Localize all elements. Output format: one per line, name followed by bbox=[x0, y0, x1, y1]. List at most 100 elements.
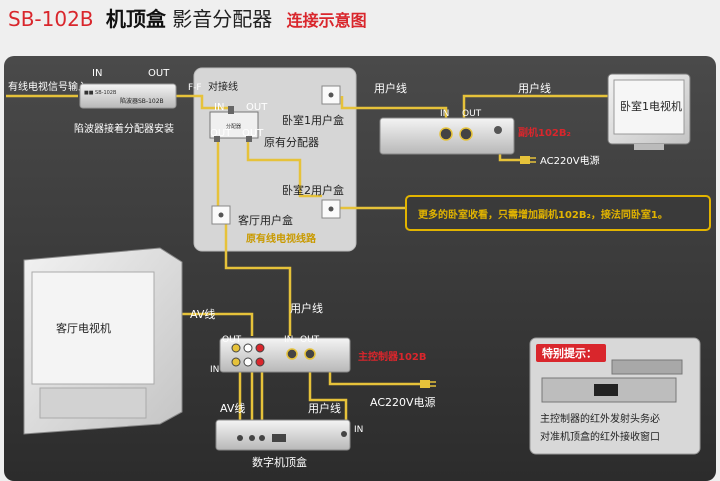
filter-text: 陷波器SB-102B bbox=[120, 97, 164, 105]
splitter-right-cable bbox=[246, 136, 322, 198]
living-outlet bbox=[211, 205, 231, 225]
plug-1-pins bbox=[530, 157, 536, 163]
user-line-stb bbox=[308, 368, 348, 420]
more-bedrooms-note bbox=[405, 195, 711, 231]
filter-out-label: OUT bbox=[148, 68, 170, 79]
master-rf-out bbox=[304, 348, 316, 360]
master-av-out-3 bbox=[255, 343, 265, 353]
bedroom1-outlet bbox=[321, 85, 341, 105]
av-line-label-2: AV线 bbox=[220, 401, 245, 415]
splitter-port-out-b bbox=[246, 136, 252, 142]
master-av-in-3 bbox=[255, 357, 265, 367]
stb-port-2 bbox=[249, 435, 255, 441]
tip-title: 特别提示： bbox=[542, 346, 597, 360]
more-bedrooms-text: 更多的卧室收看，只需增加副机102B₂，接法同卧室1。 bbox=[418, 208, 668, 221]
living-outlet-hole bbox=[218, 212, 224, 218]
slave-power-port bbox=[494, 126, 502, 134]
slave-out-label: OUT bbox=[462, 109, 482, 119]
slave-name: 副机102B₂ bbox=[518, 126, 571, 139]
tip-box: 特别提示： 主控制器的红外发射头务必 对准机顶盒的红外接收窗口 bbox=[529, 337, 701, 455]
bedroom2-box-label: 卧室2用户盒 bbox=[282, 183, 344, 197]
master-av-in-2 bbox=[243, 357, 253, 367]
ff-label: F-F bbox=[188, 83, 202, 93]
master-rf-in bbox=[286, 348, 298, 360]
filter-brand: ■■ SB-102B bbox=[84, 90, 117, 96]
slave-in-label: IN bbox=[440, 109, 449, 119]
filter-caption: 陷波器接着分配器安装 bbox=[74, 122, 174, 135]
signal-input-label: 有线电视信号输入 bbox=[8, 80, 88, 93]
master-rf-out-label: OUT bbox=[300, 335, 320, 345]
living-tv-screen bbox=[31, 271, 155, 385]
orig-splitter-label: 原有分配器 bbox=[264, 135, 319, 149]
title: SB-102B 机顶盒 影音分配器 连接示意图 bbox=[8, 7, 367, 31]
user-line-label-4: 用户线 bbox=[308, 401, 341, 415]
orig-cable-label: 原有线电视线路 bbox=[246, 232, 317, 245]
title-red: 连接示意图 bbox=[287, 11, 367, 30]
bedroom2-outlet-hole bbox=[328, 206, 334, 212]
tip-device-top bbox=[611, 359, 683, 375]
splitter-out-b-label: OUT bbox=[242, 128, 264, 139]
splitter-out-label: OUT bbox=[246, 102, 268, 113]
master-av-out-2 bbox=[243, 343, 253, 353]
master-av-in-label: IN bbox=[210, 365, 219, 375]
set-top-box bbox=[215, 419, 351, 451]
living-user-cable bbox=[224, 214, 292, 336]
plug-2-pins bbox=[430, 381, 436, 387]
user-line-label-3: 用户线 bbox=[290, 301, 323, 315]
bedroom-tv-label: 卧室1电视机 bbox=[620, 99, 682, 113]
av-line-stb bbox=[238, 366, 264, 420]
master-rf-in-label: IN bbox=[284, 335, 293, 345]
tip-device-display bbox=[594, 384, 618, 396]
plug-2-body bbox=[420, 380, 430, 388]
bedroom1-box-label: 卧室1用户盒 bbox=[282, 113, 344, 127]
splitter-port-in bbox=[228, 106, 234, 114]
slave-out-port bbox=[459, 127, 473, 141]
master-out-label: OUT bbox=[222, 335, 242, 345]
splitter-text: 分配器 bbox=[226, 123, 241, 130]
user-line-label-1: 用户线 bbox=[374, 81, 407, 95]
tip-title-bg bbox=[536, 344, 606, 362]
ac-label-2: AC220V电源 bbox=[370, 395, 436, 409]
power-plug-2 bbox=[420, 380, 436, 388]
bedroom-tv bbox=[607, 73, 691, 150]
tip-line-1: 主控制器的红外发射头务必 bbox=[540, 412, 660, 425]
splitter-out-a-label: OUT bbox=[210, 128, 232, 139]
av-line-label-1: AV线 bbox=[190, 307, 215, 321]
master-av-out-1 bbox=[231, 343, 241, 353]
joint-cable bbox=[176, 94, 232, 110]
user-line-label-2: 用户线 bbox=[518, 81, 551, 95]
title-bold: 机顶盒 bbox=[106, 7, 167, 31]
joint-line-label: 对接线 bbox=[208, 80, 238, 93]
stb-port-3 bbox=[259, 435, 265, 441]
tip-line-2: 对准机顶盒的红外接收窗口 bbox=[540, 430, 660, 443]
cables bbox=[6, 94, 610, 420]
stb-port-4 bbox=[272, 434, 286, 442]
master-av-in-1 bbox=[231, 357, 241, 367]
master-body bbox=[219, 337, 351, 373]
stb-rf-in bbox=[341, 431, 347, 437]
slave-unit bbox=[379, 117, 515, 155]
stb-in-label: IN bbox=[354, 425, 363, 435]
splitter-port-out-a bbox=[214, 136, 220, 142]
power-plug-1 bbox=[520, 156, 536, 164]
filter-device: ■■ SB-102B 陷波器SB-102B bbox=[79, 83, 177, 109]
splitter-body bbox=[209, 111, 259, 139]
splitter-in-label: IN bbox=[214, 102, 224, 113]
living-tv bbox=[23, 247, 183, 435]
living-tv-base bbox=[39, 387, 147, 419]
filter-in-label: IN bbox=[92, 68, 102, 79]
bedroom1-outlet-hole bbox=[328, 92, 334, 98]
slave-to-tv-cable bbox=[462, 94, 610, 128]
av-line-tv bbox=[180, 312, 254, 336]
title-normal: 影音分配器 bbox=[172, 7, 272, 31]
stb-name: 数字机顶盒 bbox=[252, 455, 307, 469]
bedroom-tv-stand bbox=[634, 144, 664, 150]
bedroom2-outlet bbox=[321, 199, 341, 219]
bedroom-tv-screen bbox=[613, 79, 685, 135]
title-model: SB-102B bbox=[8, 7, 94, 31]
filter-body bbox=[79, 83, 177, 109]
slave-in-port bbox=[439, 127, 453, 141]
plug-1-body bbox=[520, 156, 530, 164]
